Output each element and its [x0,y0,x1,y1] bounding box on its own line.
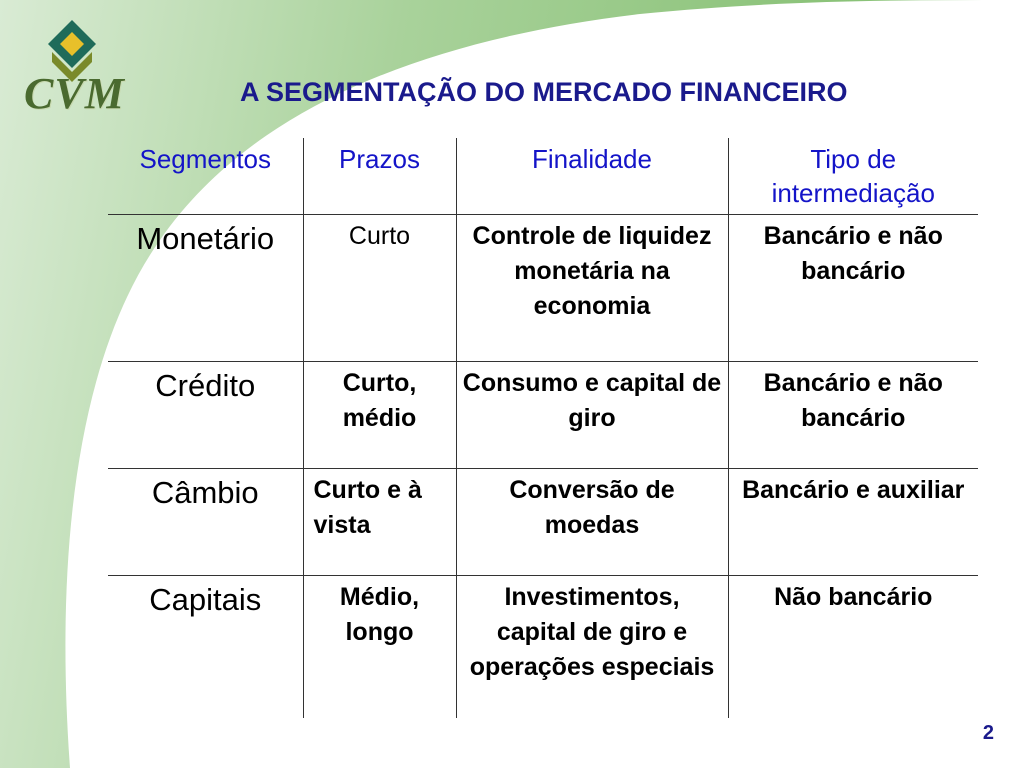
table-header-row: Segmentos Prazos Finalidade Tipo de inte… [108,138,978,215]
cell-finalidade: Conversão de moedas [455,468,728,576]
header-finalidade: Finalidade [455,138,728,215]
cell-segmento: Monetário [108,214,303,362]
cell-segmento: Crédito [108,361,303,469]
table-row: Crédito Curto, médio Consumo e capital d… [108,361,978,469]
cell-segmento: Capitais [108,575,303,718]
cell-tipo: Bancário e auxiliar [727,468,978,576]
header-segmentos: Segmentos [139,144,272,174]
cell-finalidade: Consumo e capital de giro [455,361,728,469]
segments-table: Segmentos Prazos Finalidade Tipo de inte… [108,138,978,718]
page-number: 2 [982,722,994,744]
cell-prazo: Curto [302,214,456,362]
table-row: Capitais Médio, longo Investimentos, cap… [108,575,978,718]
cell-prazo: Médio, longo [302,575,456,718]
table-row: Câmbio Curto e à vista Conversão de moed… [108,468,978,576]
page-title: A SEGMENTAÇÃO DO MERCADO FINANCEIRO [240,77,848,107]
header-tipo: Tipo de intermediação [727,138,978,215]
table-row: Monetário Curto Controle de liquidez mon… [108,214,978,362]
cell-prazo: Curto, médio [302,361,456,469]
cell-tipo: Não bancário [727,575,978,718]
cell-tipo: Bancário e não bancário [727,214,978,362]
logo-text: CVM [24,69,125,118]
cell-segmento: Câmbio [108,468,303,576]
header-prazos: Prazos [302,138,456,215]
cvm-logo-icon [48,20,96,82]
cell-finalidade: Investimentos, capital de giro e operaçõ… [455,575,728,718]
cell-tipo: Bancário e não bancário [727,361,978,469]
cell-prazo: Curto e à vista [302,468,456,576]
cell-finalidade: Controle de liquidez monetária na econom… [455,214,728,362]
